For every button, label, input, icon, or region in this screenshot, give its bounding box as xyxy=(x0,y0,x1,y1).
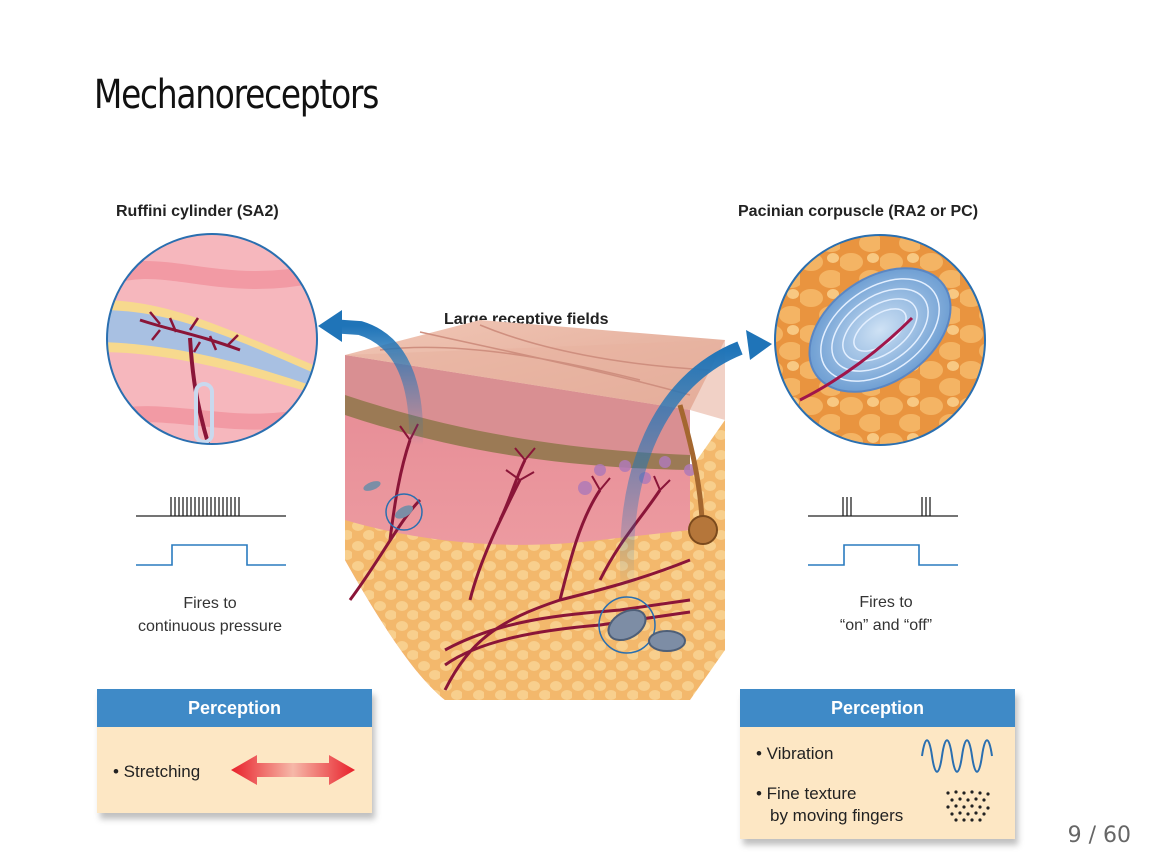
pacinian-label: Pacinian corpuscle (RA2 or PC) xyxy=(738,203,979,220)
ruffini-perception-box: Perception • Stretching xyxy=(97,689,372,813)
left-curved-arrow xyxy=(318,310,424,446)
slide-title: Mechanoreceptors xyxy=(94,72,379,118)
ruffini-magnified-view xyxy=(106,233,318,445)
stretching-item: • Stretching xyxy=(113,762,201,781)
page-number: 9 / 60 xyxy=(1067,823,1131,848)
skin-block xyxy=(345,320,725,700)
pacinian-description-line1: Fires to xyxy=(859,594,913,611)
ruffini-description: Fires to continuous pressure xyxy=(100,592,320,638)
pacinian-description: Fires to “on” and “off” xyxy=(776,591,996,637)
ruffini-label: Ruffini cylinder (SA2) xyxy=(116,203,279,220)
pacinian-magnified-view xyxy=(774,234,986,446)
pacinian-firing-pattern xyxy=(808,497,958,566)
perception-header: Perception xyxy=(97,689,372,727)
fine-texture-item-line2: by moving fingers xyxy=(770,806,904,825)
texture-dots-icon xyxy=(946,790,990,822)
pacinian-perception-box: Perception • Vibration • Fine texture by… xyxy=(740,689,1015,839)
double-arrow-icon xyxy=(231,755,355,785)
ruffini-firing-pattern xyxy=(136,497,286,566)
perception-header: Perception xyxy=(740,689,1015,727)
right-curved-arrow xyxy=(620,330,772,591)
ruffini-description-line2: continuous pressure xyxy=(137,618,283,635)
fine-texture-item: • Fine texture xyxy=(756,784,857,803)
vibration-item: • Vibration xyxy=(756,744,834,763)
vibration-wave-icon xyxy=(921,739,993,773)
ruffini-description-line1: Fires to xyxy=(183,595,237,612)
pacinian-description-line2: “on” and “off” xyxy=(839,617,933,634)
